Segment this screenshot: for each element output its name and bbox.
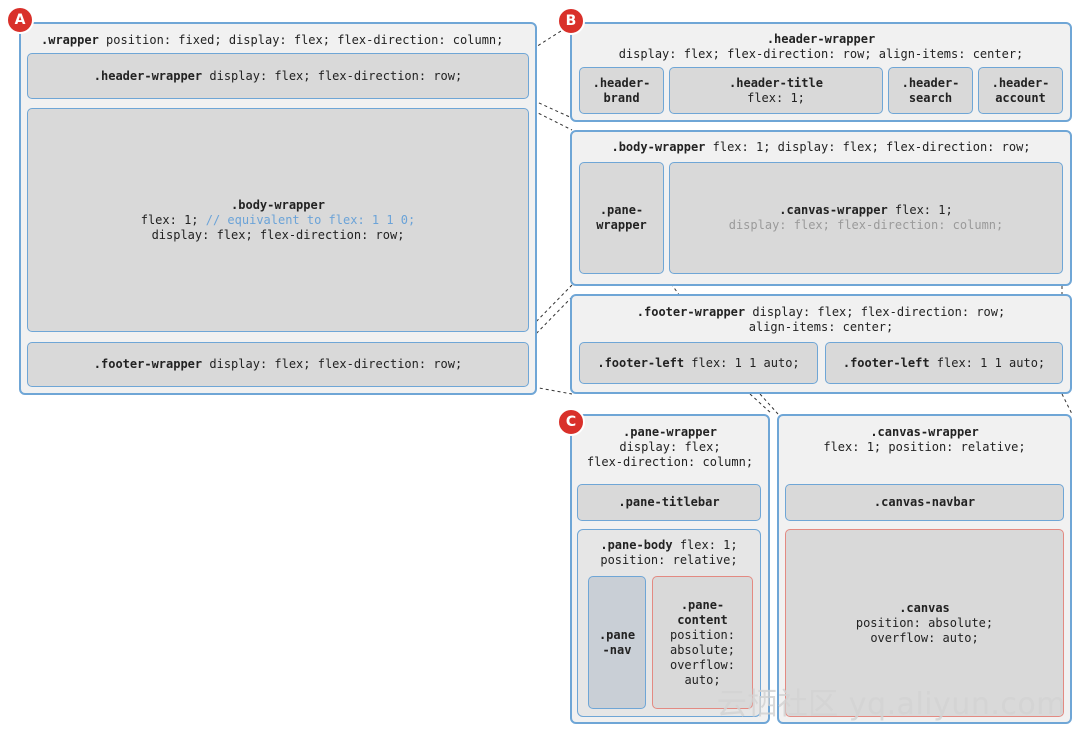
canvas-box: .canvas position: absolute; overflow: au…	[785, 529, 1064, 717]
pane-body-name: .pane-body	[600, 538, 673, 552]
pane-content-line1: .pane-	[680, 597, 725, 612]
watermark: 云栖社区 yq.aliyun.com	[716, 687, 1066, 722]
footer-left-2-name: .footer-left	[842, 355, 930, 370]
b-body-wrapper-rule: flex: 1; display: flex; flex-direction: …	[705, 140, 1031, 154]
header-account-box: .header- account	[978, 67, 1063, 114]
badge-a: A	[6, 6, 34, 34]
pane-content-line2: content	[677, 612, 728, 627]
c-pane-wrapper-direction: flex-direction: column;	[586, 455, 754, 469]
b-body-wrapper-name: .body-wrapper	[611, 140, 706, 154]
wrapper-label: .wrapper position: fixed; display: flex;…	[41, 33, 504, 47]
canvas-name: .canvas	[899, 600, 950, 615]
canvas-position: position: absolute;	[855, 615, 994, 630]
body-wrapper-display: display: flex; flex-direction: row;	[151, 227, 405, 242]
pane-body-rule: flex: 1;	[672, 538, 738, 552]
pane-wrapper-line1: .pane-	[599, 203, 644, 217]
pane-titlebar-name: .pane-titlebar	[618, 495, 720, 509]
b-footer-wrapper-name: .footer-wrapper	[636, 305, 746, 319]
pane-content-line3: position:	[669, 627, 736, 642]
c-pane-wrapper-name: .pane-wrapper	[623, 425, 717, 439]
c-pane-wrapper-display: display: flex;	[619, 440, 721, 454]
header-title-box: .header-title flex: 1;	[669, 67, 883, 114]
canvas-wrapper-rule: flex: 1;	[887, 203, 953, 217]
canvas-wrapper-name: .canvas-wrapper	[779, 203, 888, 217]
canvas-wrapper-display: display: flex; flex-direction: column;	[728, 218, 1004, 232]
header-wrapper-rule: display: flex; flex-direction: row;	[202, 68, 463, 83]
footer-wrapper-name: .footer-wrapper	[93, 357, 203, 371]
pane-content-line4: absolute;	[669, 642, 736, 657]
pane-content-line6: auto;	[684, 672, 721, 687]
canvas-wrapper-box: .canvas-wrapper flex: 1; display: flex; …	[669, 162, 1063, 274]
b-footer-wrapper-rule: display: flex; flex-direction: row;	[745, 305, 1006, 319]
header-title-rule: flex: 1;	[747, 90, 805, 105]
header-title-name: .header-title	[729, 75, 823, 90]
pane-content-line5: overflow:	[669, 657, 736, 672]
body-wrapper-comment: // equivalent to flex: 1 1 0;	[198, 212, 416, 227]
c-canvas-wrapper-rule: flex: 1; position: relative;	[823, 440, 1026, 454]
canvas-overflow: overflow: auto;	[870, 630, 979, 645]
header-brand-line1: .header-	[592, 75, 651, 90]
pane-nav-line2: -nav	[602, 642, 632, 657]
pane-nav-box: .pane -nav	[588, 576, 646, 709]
header-search-line1: .header-	[901, 75, 960, 90]
header-brand-box: .header- brand	[579, 67, 664, 114]
pane-wrapper-box: .pane- wrapper	[579, 162, 664, 274]
body-wrapper-flex: flex: 1;	[140, 212, 199, 227]
header-account-line1: .header-	[991, 75, 1050, 90]
header-search-box: .header- search	[888, 67, 973, 114]
diagram-a-body-wrapper: .body-wrapper flex: 1; // equivalent to …	[27, 108, 529, 332]
footer-left-1-name: .footer-left	[597, 355, 685, 370]
diagram-a-footer-wrapper: .footer-wrapper display: flex; flex-dire…	[27, 342, 529, 387]
pane-nav-line1: .pane	[598, 627, 636, 642]
footer-wrapper-rule: display: flex; flex-direction: row;	[202, 357, 463, 371]
b-footer-wrapper-align: align-items: center;	[748, 320, 894, 334]
footer-left-2-rule: flex: 1 1 auto;	[929, 355, 1046, 370]
pane-titlebar-box: .pane-titlebar	[577, 484, 761, 521]
badge-b: B	[557, 7, 585, 35]
header-search-line2: search	[908, 90, 953, 105]
badge-c: C	[557, 408, 585, 436]
footer-left-1-rule: flex: 1 1 auto;	[684, 355, 800, 370]
canvas-navbar-name: .canvas-navbar	[873, 495, 976, 509]
c-canvas-wrapper-name: .canvas-wrapper	[870, 425, 979, 439]
pane-content-box: .pane- content position: absolute; overf…	[652, 576, 753, 709]
header-account-line2: account	[995, 90, 1046, 105]
header-brand-line2: brand	[603, 90, 640, 105]
footer-left-box-2: .footer-left flex: 1 1 auto;	[825, 342, 1063, 384]
pane-body-position: position: relative;	[600, 553, 738, 567]
body-wrapper-name: .body-wrapper	[231, 197, 325, 212]
canvas-navbar-box: .canvas-navbar	[785, 484, 1064, 521]
b-header-wrapper-rule: display: flex; flex-direction: row; alig…	[618, 47, 1024, 61]
header-wrapper-name: .header-wrapper	[93, 68, 203, 83]
footer-left-box-1: .footer-left flex: 1 1 auto;	[579, 342, 818, 384]
diagram-a-header-wrapper: .header-wrapper display: flex; flex-dire…	[27, 53, 529, 99]
pane-wrapper-line2: wrapper	[596, 218, 647, 232]
b-header-wrapper-name: .header-wrapper	[766, 32, 876, 46]
